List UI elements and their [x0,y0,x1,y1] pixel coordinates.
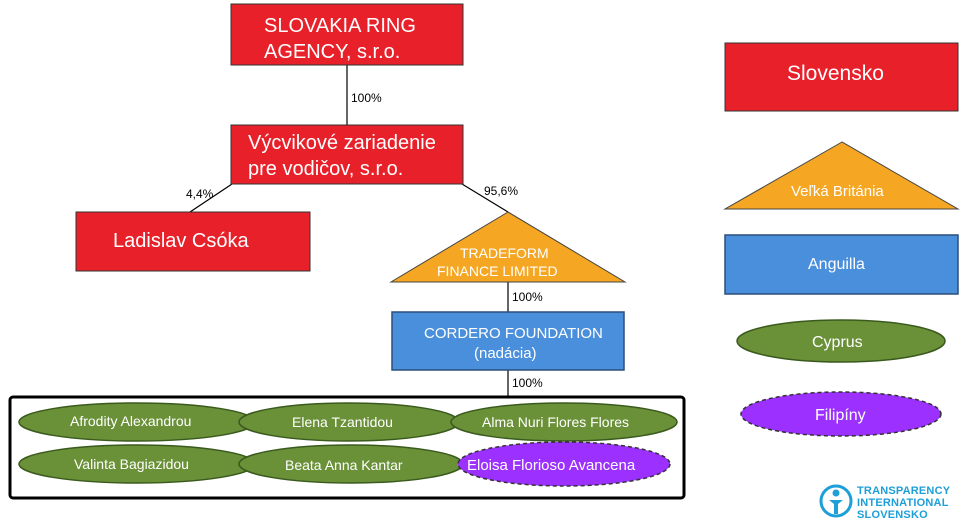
legend-cyprus-swatch [736,319,946,363]
legend: Slovensko Veľká Británia Anguilla Cyprus… [723,42,960,437]
beneficiary-label: Valinta Bagiazidou [74,456,189,472]
beneficiary-label: Alma Nuri Flores Flores [482,414,629,430]
legend-filipiny-label: Filipíny [815,407,866,424]
legend-slovensko-label: Slovensko [787,62,884,85]
beneficiary-eloisa-florioso-avancena [457,441,671,487]
edge-label-tradeform-cordero: 100% [512,290,543,304]
beneficiary-alma-nuri-flores-flores [450,402,678,442]
node-tradeform: TRADEFORM FINANCE LIMITED [389,211,627,283]
node-slovakia-ring-line2: AGENCY, s.r.o. [264,41,400,63]
node-vycvikove: Výcvikové zariadenie pre vodičov, s.r.o. [230,124,464,185]
beneficiary-label: Eloisa Florioso Avancena [467,457,636,474]
legend-cyprus-label: Cyprus [812,334,863,351]
node-cordero-line2: (nadácia) [474,345,537,362]
edge-label-vycvikove-tradeform: 95,6% [484,184,518,198]
edge-label-cordero-beneficiaries: 100% [512,376,543,390]
edge-label-ring-vycvikove: 100% [351,91,382,105]
edge-label-vycvikove-csoka: 4,4% [186,187,214,201]
edge-vycvikove-tradeform [461,183,509,213]
legend-velka-britania-swatch [723,141,960,210]
legend-filipiny-swatch [740,391,942,437]
node-tradeform-line1: TRADEFORM [460,245,549,261]
node-csoka-label: Ladislav Csóka [113,230,250,252]
node-cordero: CORDERO FOUNDATION (nadácia) [391,311,625,371]
legend-anguilla-swatch [724,234,959,295]
legend-velka-britania-label: Veľká Británia [791,183,884,200]
node-vycvikove-line2: pre vodičov, s.r.o. [248,158,403,180]
node-tradeform-line2: FINANCE LIMITED [437,263,558,279]
logo-line2: INTERNATIONAL [857,497,949,509]
node-slovakia-ring: SLOVAKIA RING AGENCY, s.r.o. [230,3,464,66]
transparency-logo-text: TRANSPARENCY INTERNATIONAL SLOVENSKO [857,485,950,521]
beneficiary-label: Beata Anna Kantar [285,457,403,473]
transparency-logo-icon [819,484,853,518]
edge-vycvikove-csoka [189,183,233,213]
legend-slovensko-swatch [724,42,959,112]
node-vycvikove-line1: Výcvikové zariadenie [248,132,436,154]
beneficiary-label: Afrodity Alexandrou [70,413,191,429]
node-cordero-line1: CORDERO FOUNDATION [424,325,603,342]
node-slovakia-ring-line1: SLOVAKIA RING [264,15,416,37]
legend-anguilla-label: Anguilla [808,256,865,273]
node-csoka: Ladislav Csóka [75,211,311,272]
beneficiary-label: Elena Tzantidou [292,414,393,430]
logo-line3: SLOVENSKO [857,509,928,521]
logo-line1: TRANSPARENCY [857,485,951,497]
beneficiaries-group: Afrodity Alexandrou Elena Tzantidou Alma… [8,395,686,500]
